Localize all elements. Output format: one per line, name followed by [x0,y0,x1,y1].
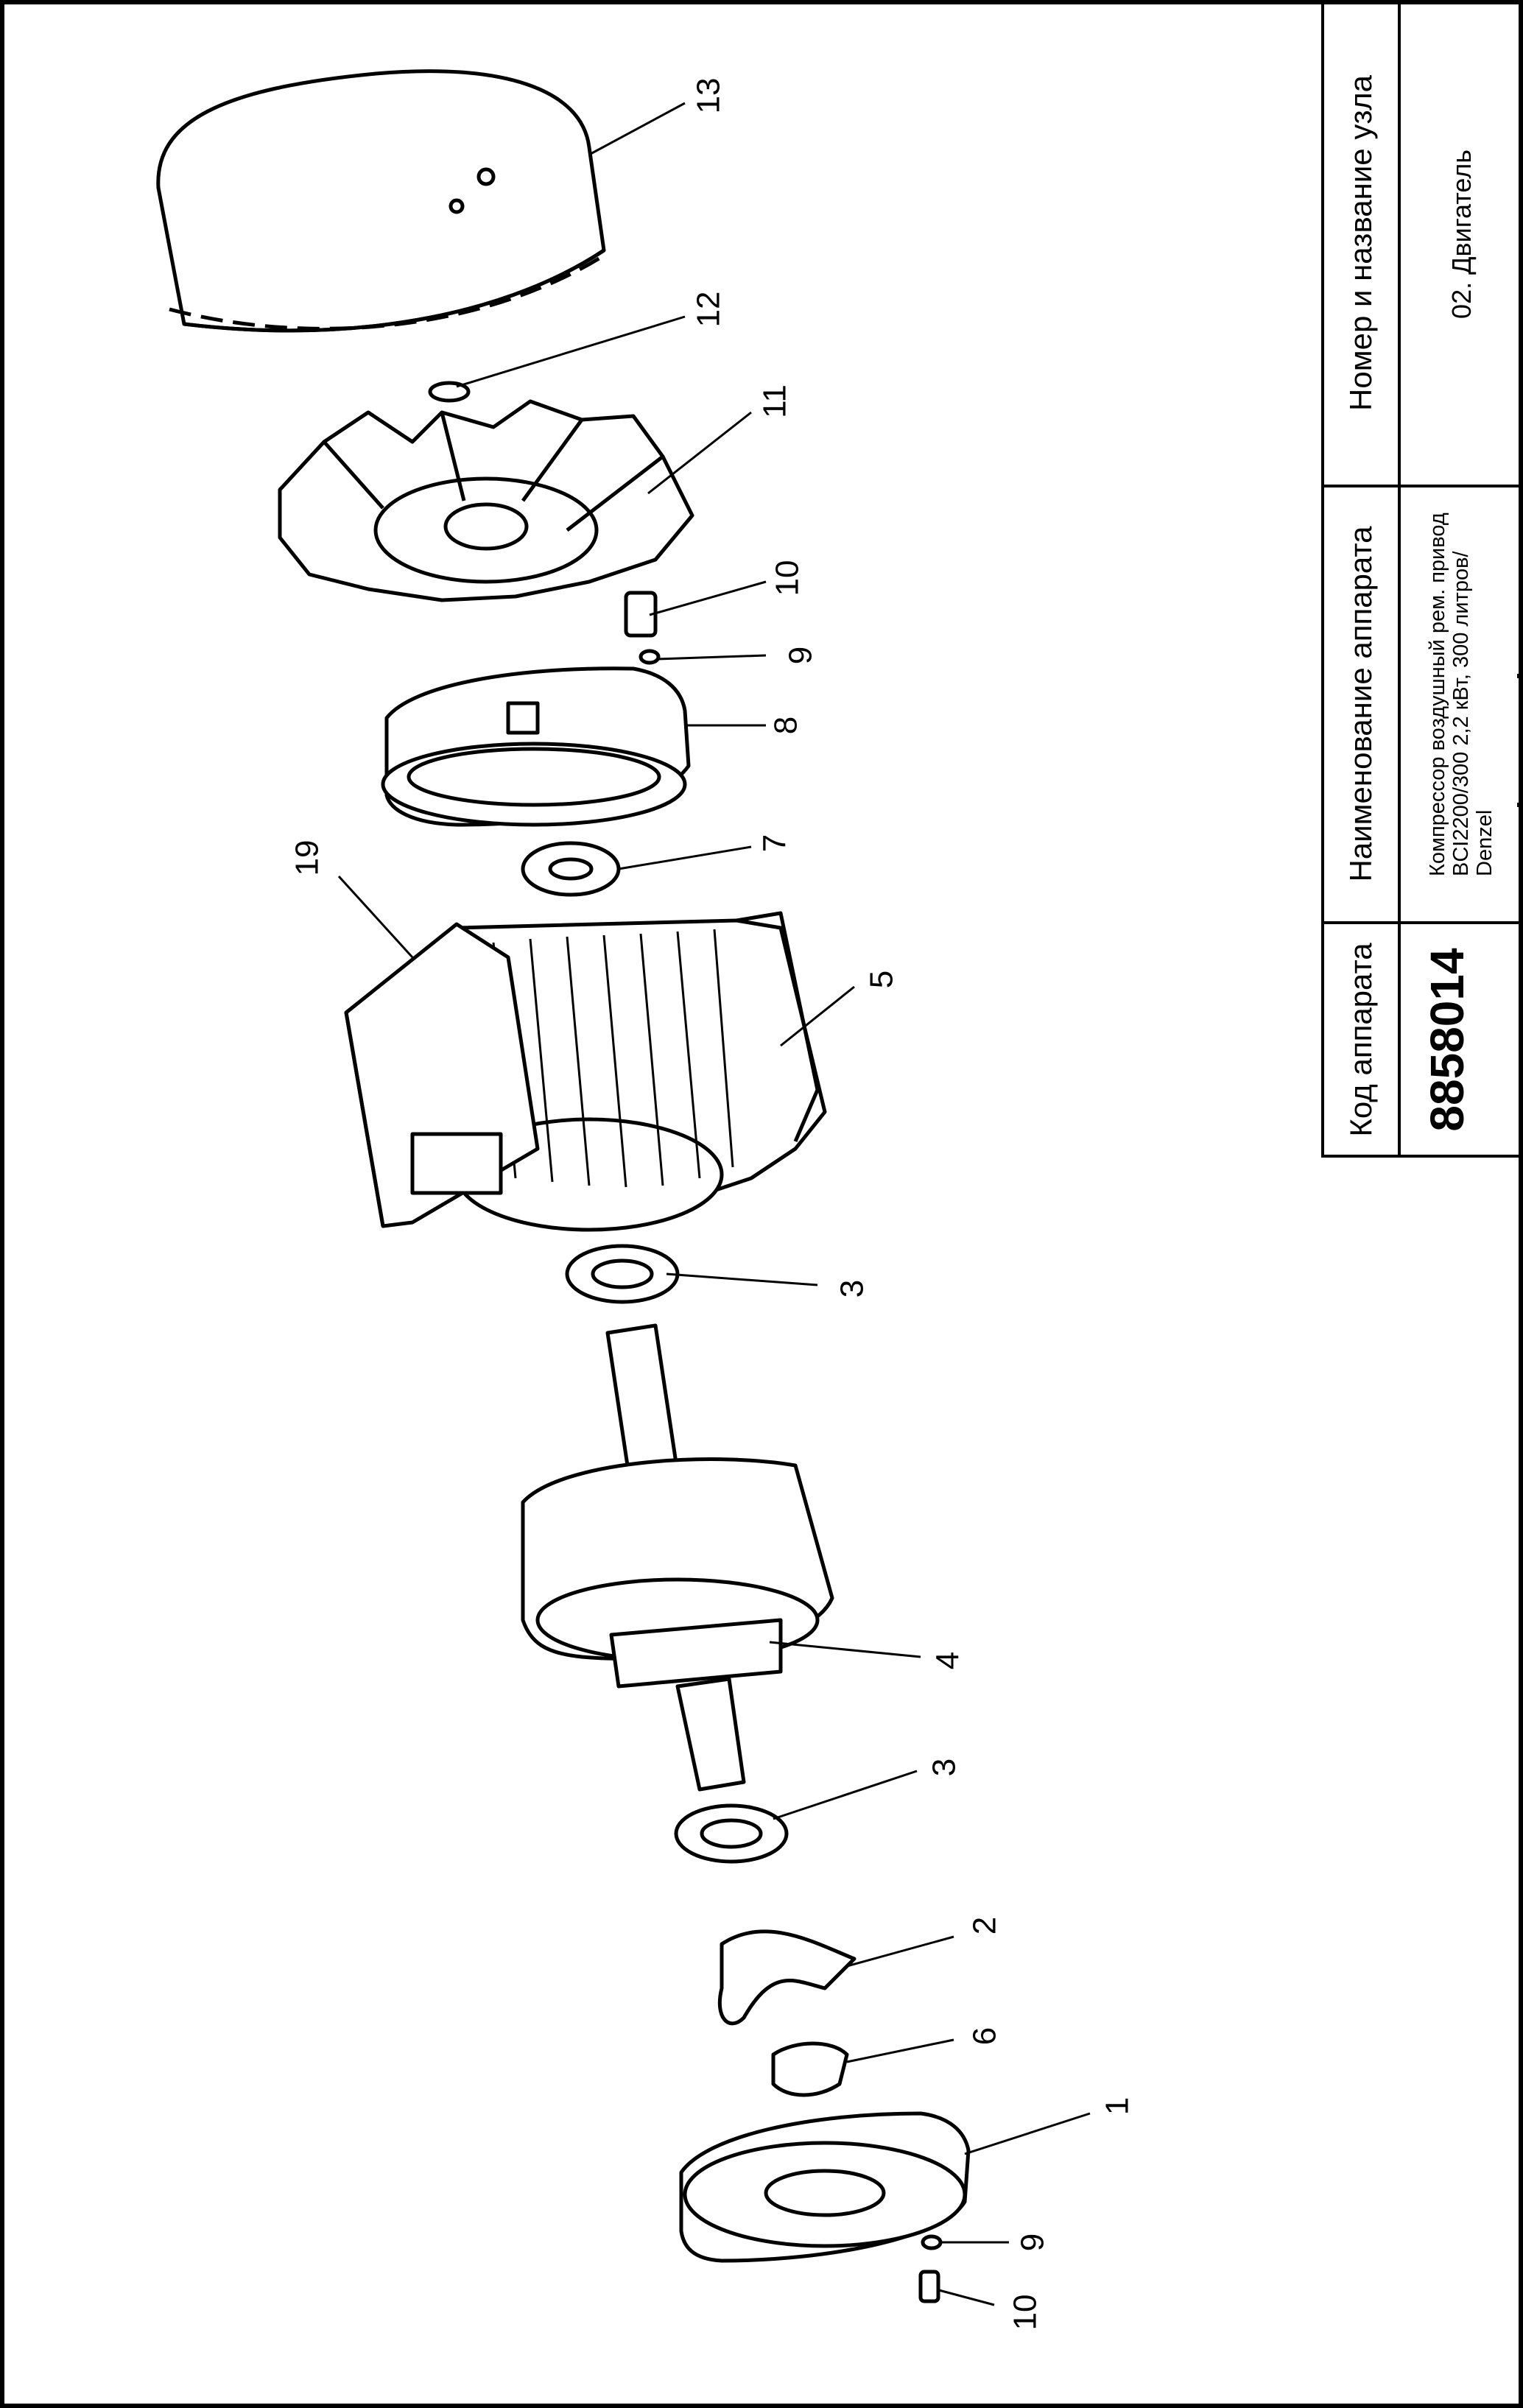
callout-8: 8 [768,717,804,734]
part-4-rotor [521,1323,834,1792]
part-6-switch [771,2041,849,2097]
header-node-label: Номер и название узла [1343,75,1378,411]
part-1-end-cap [679,2111,971,2263]
header-name-label: Наименование аппарата [1343,526,1378,882]
part-8-end-shield [381,666,691,827]
callout-13: 13 [691,78,727,114]
part-10-screw-lower [918,2270,940,2303]
callout-4: 4 [930,1652,966,1669]
callout-6: 6 [967,2027,1003,2045]
callout-numbers: 13 12 11 10 9 8 7 19 5 3 4 3 2 6 1 9 10 [289,78,1136,2331]
title-block [1321,1,1522,1158]
leader-lines [337,102,1091,2306]
part-13-fan-cover [156,69,606,333]
callout-7: 7 [757,834,793,852]
device-code: 8858014 [1420,948,1474,1132]
part-9-washer [639,649,661,665]
part-5-stator-housing [454,911,827,1232]
node-name: 02. Двигатель [1446,149,1477,319]
part-2-clip [717,1929,857,2026]
edge-mark [1517,674,1522,678]
part-7-seal-ring [521,841,621,897]
callout-10: 10 [770,560,806,596]
part-3-bearing-upper [565,1244,680,1304]
header-code-label: Код аппарата [1343,943,1378,1137]
callout-1: 1 [1100,2097,1136,2115]
callout-12: 12 [691,292,727,328]
part-3-bearing-lower [674,1803,789,1864]
part-11-fan-impeller [278,399,694,602]
device-name: Компрессор воздушный рем. привод BCI2200… [1426,513,1496,876]
part-12-ring [428,381,471,403]
callout-3b: 3 [926,1759,963,1776]
callout-9: 9 [783,647,819,664]
part-19-terminal-box [344,922,540,1228]
callout-5: 5 [864,971,900,988]
edge-mark [1517,803,1522,807]
part-9-washer-lower [921,2234,943,2250]
callout-2: 2 [967,1917,1003,1935]
callout-10b: 10 [1007,2295,1044,2331]
callout-19: 19 [289,840,326,876]
callout-9b: 9 [1015,2233,1051,2251]
callout-11: 11 [757,384,793,418]
callout-3a: 3 [834,1280,870,1298]
